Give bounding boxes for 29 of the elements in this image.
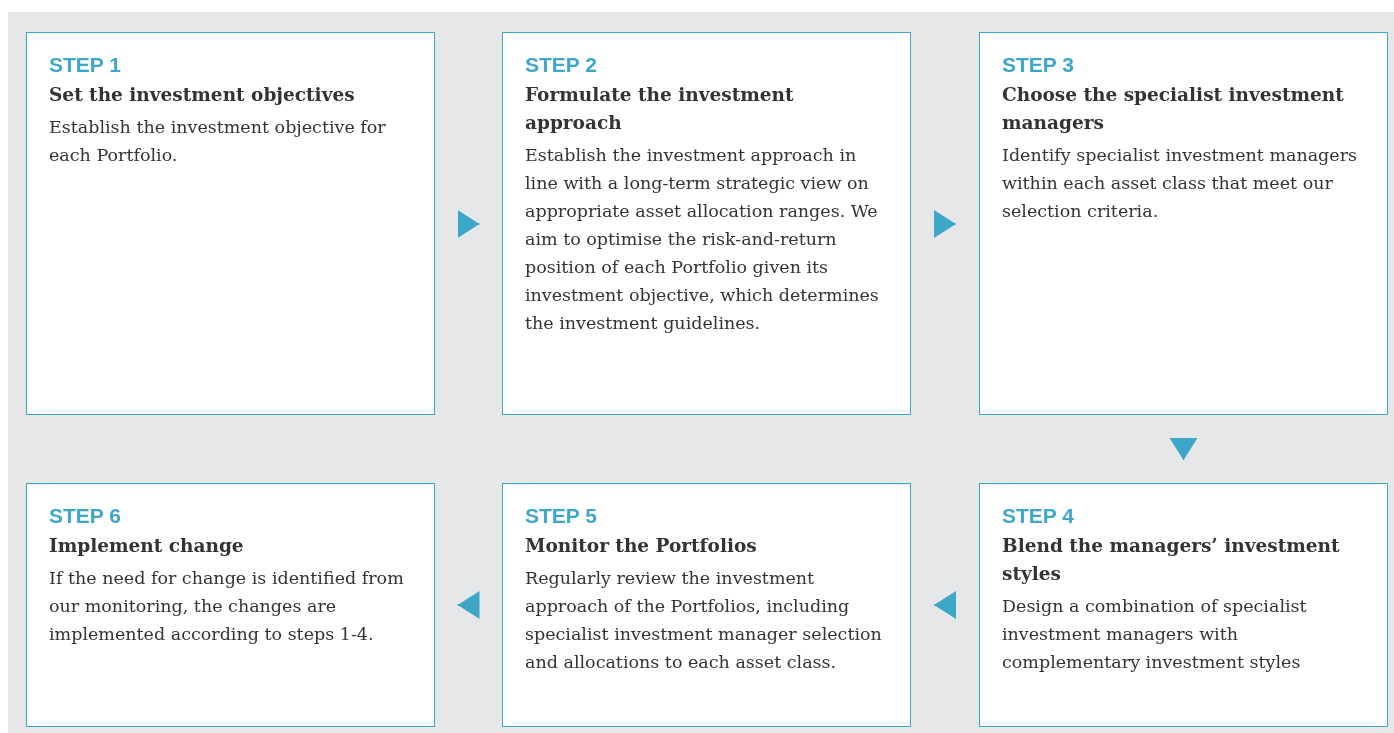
step-box <box>26 32 435 415</box>
step-number: STEP 1 <box>49 53 122 77</box>
step-number: STEP 3 <box>1002 53 1075 77</box>
step-description: Design a combination of specialist investment managers with complementary investment styles <box>1002 595 1308 674</box>
arrow <box>456 591 481 619</box>
arrow <box>456 210 481 238</box>
arrow <box>933 591 957 619</box>
step-box <box>502 32 911 415</box>
step-number: STEP 6 <box>49 504 122 528</box>
step-description: Establish the investment objective for each Portfolio. <box>49 116 387 167</box>
step-title: Blend the managers’ investment styles <box>1002 534 1341 586</box>
step-number: STEP 5 <box>525 504 598 528</box>
step-number: STEP 2 <box>525 53 598 77</box>
step-box <box>979 483 1388 727</box>
arrow <box>1169 437 1198 461</box>
step-description: Regularly review the investment approach of the Portfolios, including specialist investment manager selection and allocations to each asset class. <box>525 567 883 674</box>
step-description: If the need for change is identified from our monitoring, the changes are implemented according to steps 1-4. <box>49 567 405 646</box>
step-description: Identify specialist investment managers within each asset class that meet our selection criteria. <box>1002 144 1359 223</box>
step-number: STEP 4 <box>1002 504 1075 528</box>
step-title: Monitor the Portfolios <box>525 534 758 558</box>
step-title: Choose the specialist investment managers <box>1002 83 1345 135</box>
step-box <box>502 483 911 727</box>
step-box <box>26 483 435 727</box>
step-description: Establish the investment approach in line with a long-term strategic view on appropriate asset allocation ranges. We aim to optimise the risk-and-return position of each Portfolio given its investment objective, which determines the investment guidelines. <box>525 144 880 335</box>
step-title: Formulate the investment approach <box>525 83 795 135</box>
step-title: Set the investment objectives <box>49 83 356 107</box>
step-box <box>979 32 1388 415</box>
step-title: Implement change <box>49 534 245 558</box>
arrow <box>933 210 957 238</box>
